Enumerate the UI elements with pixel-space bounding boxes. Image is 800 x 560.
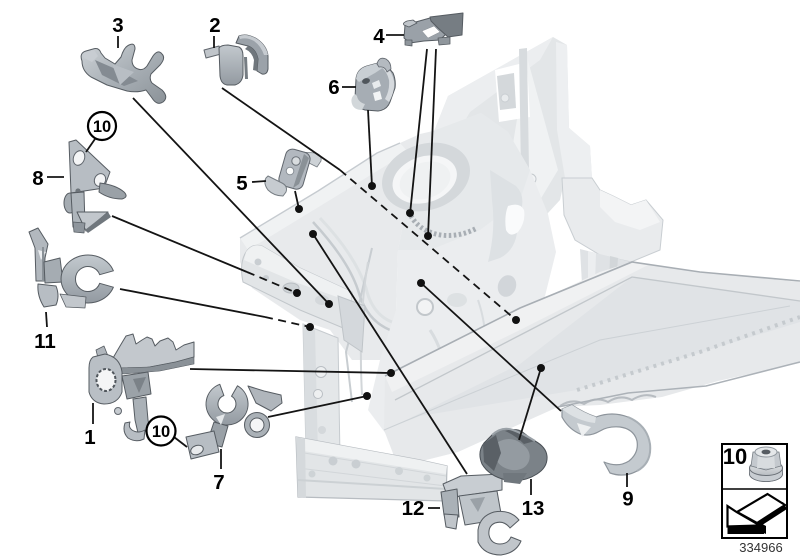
svg-text:12: 12	[402, 497, 425, 520]
svg-text:9: 9	[622, 488, 633, 511]
svg-text:10: 10	[93, 118, 111, 136]
svg-text:5: 5	[236, 172, 247, 195]
svg-text:1: 1	[84, 426, 95, 449]
svg-text:8: 8	[32, 167, 43, 190]
svg-text:2: 2	[209, 14, 220, 37]
svg-text:4: 4	[373, 25, 385, 48]
svg-text:334966: 334966	[739, 540, 782, 555]
svg-text:6: 6	[328, 76, 339, 99]
svg-text:3: 3	[112, 14, 123, 37]
svg-text:11: 11	[34, 330, 56, 353]
svg-text:10: 10	[723, 444, 747, 469]
svg-text:13: 13	[522, 497, 545, 520]
svg-text:7: 7	[213, 471, 224, 494]
svg-text:10: 10	[152, 423, 170, 441]
